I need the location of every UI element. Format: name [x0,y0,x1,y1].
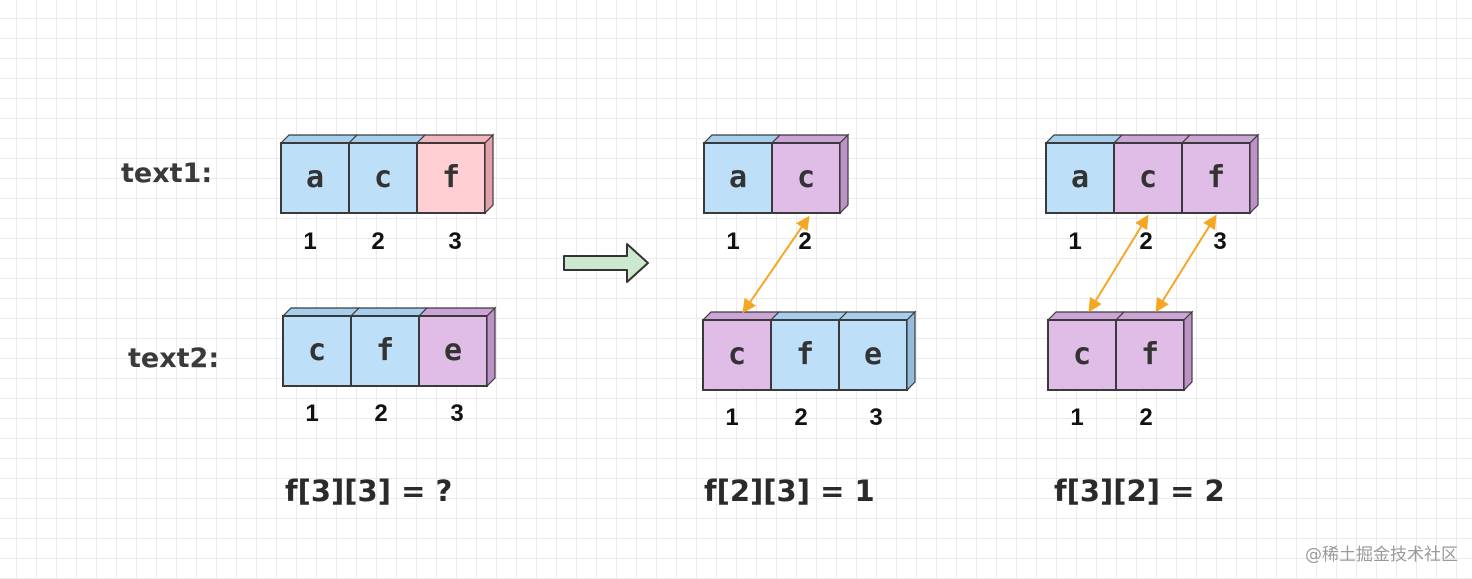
right-text1-cell-3-letter: f [1206,160,1226,195]
cell-side-face [484,133,494,215]
right-text2-cell-2-letter: f [1140,337,1160,372]
left-text1-cell-1-letter: a [305,160,325,195]
cell-front-face [702,319,772,391]
left-text2-index-3: 3 [450,400,464,427]
cell-strip-graphic [702,133,850,215]
cell-front-face [703,142,773,214]
cell-strip-graphic [1044,133,1260,215]
right-text1-cell-2-letter: c [1138,160,1158,195]
cell-front-face [348,142,418,214]
left-text2-cell-1-letter: c [307,333,327,368]
right-equation: f[3][2] = 2 [1054,474,1225,508]
left-text1-index-3: 3 [448,228,462,255]
cell-side-face [486,306,496,388]
middle-text2-cell-3-letter: e [863,337,883,372]
cell-side-face [839,133,849,215]
cell-front-face [838,319,908,391]
right-text2-cell-1-letter: c [1072,337,1092,372]
middle-text1-cell-1-letter: a [728,160,748,195]
left-equation: f[3][3] = ? [285,474,453,508]
right-text2-index-1: 1 [1070,404,1084,431]
left-text2-index-1: 1 [305,400,319,427]
middle-text1-index-1: 1 [726,228,740,255]
cell-strip-graphic [701,310,917,392]
cell-front-face [280,142,350,214]
cell-side-face [1183,310,1193,392]
watermark: @稀土掘金技术社区 [1305,545,1458,565]
match-arrow-middle-c [742,215,810,314]
cell-side-face [1249,133,1259,215]
cell-front-face [771,142,841,214]
left-text1-cell-2-letter: c [373,160,393,195]
text1-label: text1: [121,158,213,189]
middle-text2-cell-1-letter: c [727,337,747,372]
cell-side-face [906,310,916,392]
cell-strip-graphic [281,306,497,388]
left-text1-index-2: 2 [371,228,385,255]
middle-text2-cell-2-letter: f [795,337,815,372]
right-text1-index-3: 3 [1213,228,1227,255]
left-text2-index-2: 2 [374,400,388,427]
left-text1-cell-3-letter: f [441,160,461,195]
middle-text2-index-3: 3 [869,404,883,431]
middle-text2-index-1: 1 [725,404,739,431]
cell-strip-graphic [279,133,495,215]
right-text2-index-2: 2 [1139,404,1153,431]
cell-front-face [770,319,840,391]
right-text1-cell-1-letter: a [1070,160,1090,195]
match-arrow-right-c [1088,214,1149,313]
cell-front-face [350,315,420,387]
cell-strip-graphic [1046,310,1194,392]
cell-front-face [418,315,488,387]
middle-equation: f[2][3] = 1 [704,474,875,508]
left-text1-index-1: 1 [303,228,317,255]
transition-arrow-icon [563,243,649,283]
middle-text2-index-2: 2 [794,404,808,431]
cell-front-face [1047,319,1117,391]
left-text2-cell-3-letter: e [443,333,463,368]
left-text2-cell-2-letter: f [375,333,395,368]
text2-label: text2: [128,343,220,374]
right-text1-index-1: 1 [1068,228,1082,255]
match-arrow-right-f [1155,214,1217,313]
middle-text1-cell-2-letter: c [796,160,816,195]
